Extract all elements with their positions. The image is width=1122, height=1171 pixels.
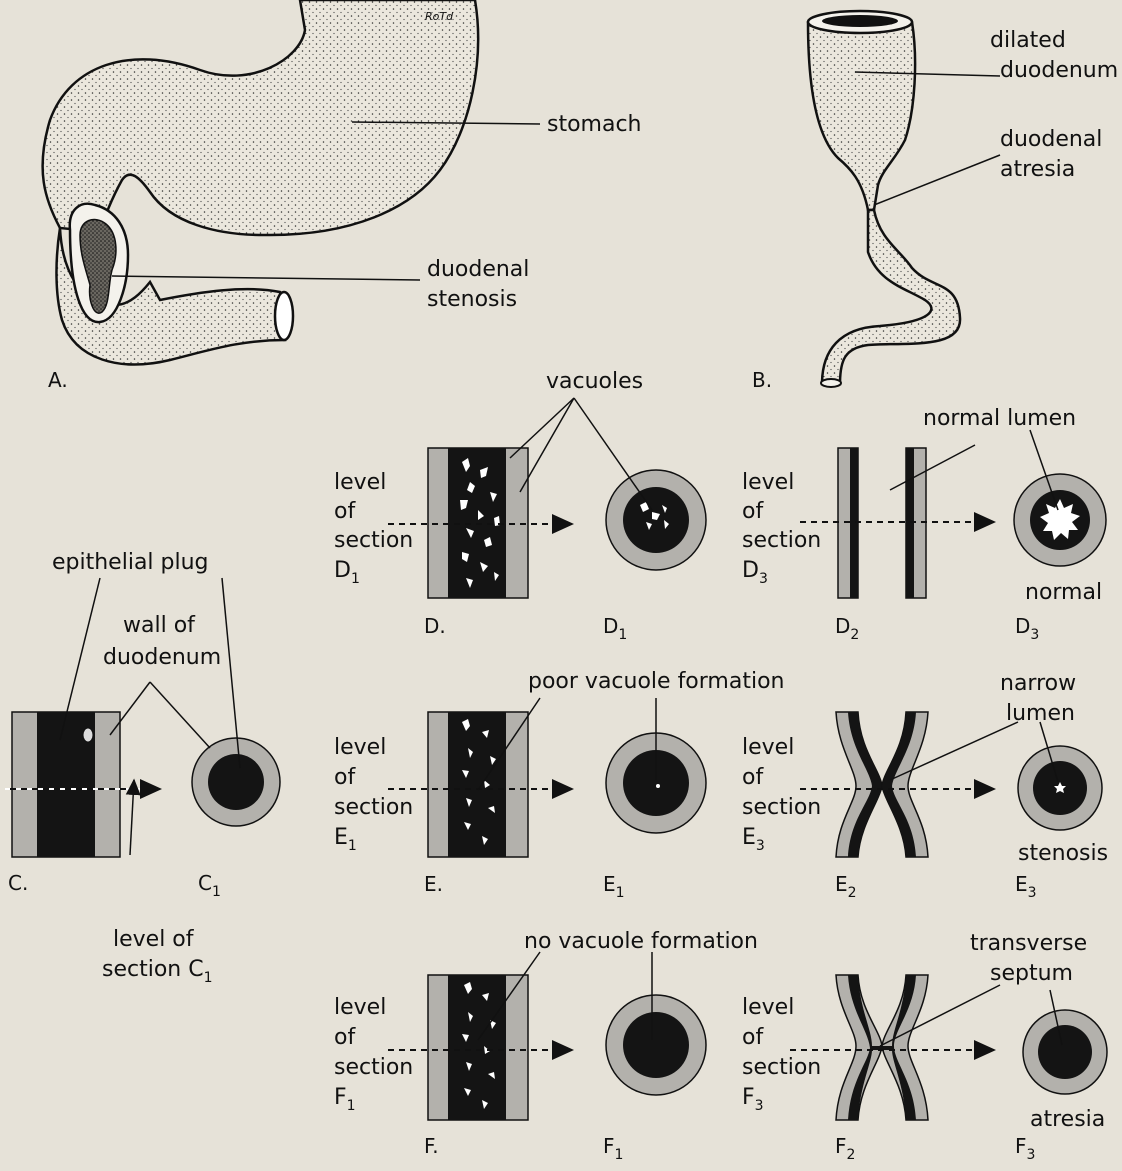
- f1-level-line1: level: [334, 995, 386, 1020]
- panel-f: level of section F1 no vacuole formation…: [334, 929, 1107, 1163]
- dilated-label-line2: duodenum: [1000, 58, 1118, 83]
- e1-level-line3: section: [334, 795, 413, 820]
- d3-caption: D3: [1015, 614, 1039, 643]
- c1-caption: C1: [198, 871, 221, 900]
- vacuoles-leader-2: [520, 398, 574, 492]
- dilated-duodenum-shape: [808, 15, 915, 211]
- c-vacuole: [83, 728, 93, 742]
- panel-c: epithelial plug wall of duodenum level o…: [5, 550, 280, 986]
- c1-plug-circle: [208, 754, 264, 810]
- atresia-leader: [874, 155, 1000, 205]
- d3-level-line3: section: [742, 528, 821, 553]
- stomach-label: stomach: [547, 112, 642, 137]
- f3-level-line1: level: [742, 995, 794, 1020]
- dilated-label-line1: dilated: [990, 28, 1066, 53]
- c-level-label-line1: level of: [113, 927, 195, 952]
- dilated-duodenum-opening: [822, 15, 898, 27]
- e3-caption: E3: [1015, 872, 1037, 901]
- f-epithelium: [448, 975, 506, 1120]
- distal-bowel-opening: [821, 379, 841, 387]
- wall-leader-1: [110, 682, 150, 735]
- transverse-label-line1: transverse: [970, 931, 1087, 956]
- panel-a: RoTd stomach duodenal stenosis A.: [43, 0, 642, 392]
- panel-b: dilated duodenum duodenal atresia B.: [752, 11, 1118, 392]
- transverse-label-line2: septum: [990, 961, 1073, 986]
- d1-epithelium-circle: [623, 487, 689, 553]
- d1-caption: D1: [603, 614, 627, 643]
- panel-d: level of section D1 vacuoles D. D1 level…: [334, 369, 1106, 643]
- f3-level-line4: F3: [742, 1085, 764, 1114]
- f1-level-line3: section: [334, 1055, 413, 1080]
- narrow-label-line2: lumen: [1006, 701, 1075, 726]
- d3-level-line2: of: [742, 499, 764, 524]
- vacuoles-label: vacuoles: [546, 369, 643, 394]
- e3-level-line1: level: [742, 735, 794, 760]
- f1-caption: F1: [603, 1134, 623, 1163]
- d1-level-line3: section: [334, 528, 413, 553]
- panel-b-letter: B.: [752, 368, 772, 392]
- panel-d-letter: D.: [424, 614, 446, 638]
- e3-level-line3: section: [742, 795, 821, 820]
- wall-label-line2: duodenum: [103, 645, 221, 670]
- c-level-pointer: [130, 780, 134, 855]
- c-level-label-line2: section C1: [102, 957, 213, 986]
- stenosis-leader: [112, 276, 420, 280]
- d1-level-line2: of: [334, 499, 356, 524]
- distal-bowel-shape: [822, 210, 960, 384]
- d1-level-line4: D1: [334, 558, 360, 587]
- e1-level-line4: E1: [334, 825, 357, 854]
- panel-c-letter: C.: [8, 871, 28, 895]
- stomach-illustration: [43, 0, 479, 364]
- e3-level-line4: E3: [742, 825, 765, 854]
- d3-level-line1: level: [742, 470, 794, 495]
- normal-lumen-label: normal lumen: [923, 406, 1076, 431]
- f3-level-line3: section: [742, 1055, 821, 1080]
- wall-leader-2: [150, 682, 210, 748]
- e1-caption: E1: [603, 872, 625, 901]
- epithelial-plug-label: epithelial plug: [52, 550, 209, 575]
- f3-caption: F3: [1015, 1134, 1035, 1163]
- d2-caption: D2: [835, 614, 859, 643]
- f2-caption: F2: [835, 1134, 855, 1163]
- vacuoles-leader-1: [510, 398, 574, 458]
- narrow-label-line1: narrow: [1000, 671, 1076, 696]
- panel-f-letter: F.: [424, 1134, 439, 1158]
- atresia-label: atresia: [1030, 1107, 1105, 1132]
- poor-vacuole-label: poor vacuole formation: [528, 669, 784, 694]
- stenosis-label-line1: duodenal: [427, 257, 529, 282]
- e3-level-line2: of: [742, 765, 764, 790]
- e-epithelium: [448, 712, 506, 857]
- wall-label-line1: wall of: [123, 613, 196, 638]
- e1-small-vacuole: [656, 784, 660, 788]
- atresia-illustration: [808, 11, 960, 387]
- stomach-shape: [43, 0, 479, 235]
- stenosis-label: stenosis: [1018, 841, 1108, 866]
- normal-lumen-leader-1: [890, 445, 975, 490]
- atresia-label-line2: atresia: [1000, 157, 1075, 182]
- f1-level-line2: of: [334, 1025, 356, 1050]
- f1-level-line4: F1: [334, 1085, 356, 1114]
- d1-level-line1: level: [334, 470, 386, 495]
- f3-epithelium-circle: [1038, 1025, 1092, 1079]
- normal-label: normal: [1025, 580, 1102, 605]
- panel-e: level of section E1 poor vacuole formati…: [334, 669, 1108, 901]
- f3-level-line2: of: [742, 1025, 764, 1050]
- no-vacuole-label: no vacuole formation: [524, 929, 758, 954]
- e1-level-line2: of: [334, 765, 356, 790]
- stenosis-label-line2: stenosis: [427, 287, 517, 312]
- panel-a-letter: A.: [48, 368, 68, 392]
- artist-mark: RoTd: [425, 10, 454, 23]
- panel-e-letter: E.: [424, 872, 443, 896]
- e2-caption: E2: [835, 872, 857, 901]
- e1-level-line1: level: [334, 735, 386, 760]
- d3-level-line4: D3: [742, 558, 768, 587]
- f1-epithelium-circle: [623, 1012, 689, 1078]
- duodenum-opening: [275, 292, 293, 340]
- atresia-label-line1: duodenal: [1000, 127, 1102, 152]
